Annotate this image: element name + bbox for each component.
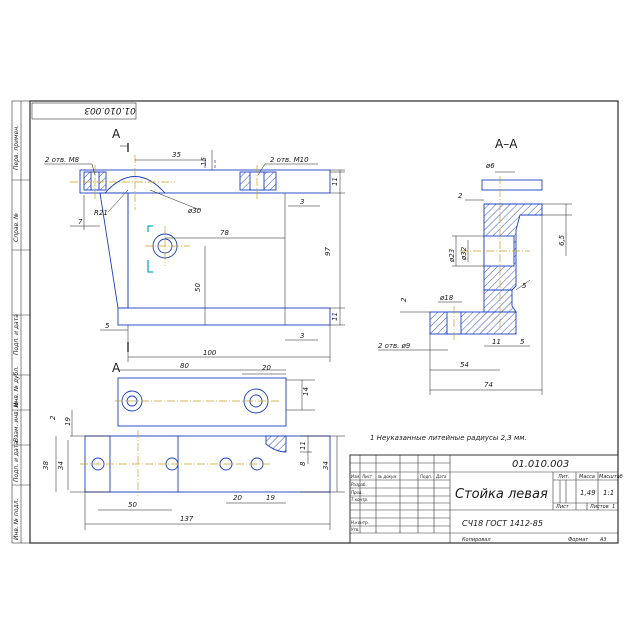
- title-material: СЧ18 ГОСТ 1412-85: [462, 519, 543, 528]
- title-row-prov: Пров.: [351, 490, 363, 495]
- title-scale: 1:1: [603, 489, 614, 497]
- dim-phi18: ø18: [439, 294, 454, 302]
- section-title: A–A: [495, 137, 518, 151]
- dim-20-top: 20: [262, 364, 271, 372]
- dim-34-left: 34: [57, 461, 65, 470]
- side-sprav-no: Справ. №: [13, 213, 20, 242]
- dim-54: 54: [460, 361, 469, 369]
- dim-5-left: 5: [105, 322, 110, 330]
- dim-14: 14: [302, 387, 310, 396]
- dim-holes-m10: 2 отв. M10: [270, 156, 309, 164]
- title-col-podp: Подп.: [420, 474, 432, 479]
- dim-19-left: 19: [64, 417, 72, 426]
- dim-holes-phi9: 2 отв. ø9: [378, 342, 411, 350]
- side-column: Перв. примен. Справ. № Подп. и дата Инв.…: [11, 100, 31, 544]
- title-part-name: Стойка левая: [455, 487, 548, 502]
- front-view: A 35 15: [44, 127, 345, 375]
- section-mark-top: A: [112, 127, 121, 141]
- title-lit-header: Лит.: [557, 474, 570, 480]
- dim-34-right: 34: [322, 461, 330, 470]
- dim-phi23: ø23: [448, 249, 456, 263]
- dim-2-base: 2: [400, 297, 408, 302]
- title-col-doc: № докум.: [377, 474, 398, 479]
- dim-50-horizontal: 50: [128, 501, 137, 509]
- dim-78: 78: [220, 229, 229, 237]
- title-sheets-label: Листов: [589, 504, 609, 510]
- title-row-razrab: Разраб.: [351, 482, 367, 487]
- dim-6-5: 6,5: [558, 234, 566, 246]
- title-doc-number: 01.010.003: [512, 459, 569, 470]
- dim-80: 80: [180, 362, 189, 370]
- title-sheets-count: 1: [612, 504, 615, 510]
- title-row-nkontr: Н.контр.: [351, 520, 369, 525]
- rotated-stamp: 01.010.003: [31, 102, 137, 120]
- title-format-value: А3: [599, 537, 607, 543]
- title-block: 01.010.003 Стойка левая СЧ18 ГОСТ 1412-8…: [349, 454, 623, 544]
- side-vzam-inv: Взам. инв. №: [13, 401, 20, 442]
- dim-phi6: ø6: [485, 162, 495, 170]
- dim-8: 8: [299, 461, 307, 466]
- title-scale-header: Масштаб: [599, 474, 623, 480]
- dim-phi32: ø32: [460, 246, 468, 261]
- dim-19-bottom: 19: [266, 494, 275, 502]
- side-inv-podl: Инв. № подл.: [13, 499, 20, 540]
- dim-5-section: 5: [522, 282, 527, 290]
- side-podp-data-2: Подп. и дата: [13, 441, 20, 482]
- technical-note: 1 Неуказанные литейные радиусы 2,3 мм.: [370, 434, 527, 442]
- dim-137: 137: [180, 515, 194, 523]
- title-row-utv: Утв.: [351, 527, 359, 532]
- title-mass-header: Масса: [579, 474, 595, 480]
- title-col-list: Лист: [361, 474, 373, 479]
- title-row-tkontr: Т.контр.: [351, 497, 368, 502]
- side-inv-dubl: Инв. № дубл.: [13, 366, 20, 407]
- side-podp-data-1: Подп. и дата: [13, 314, 20, 355]
- title-format-label: Формат: [568, 537, 589, 543]
- dim-3-top: 3: [300, 198, 304, 206]
- section-view: A–A ø6 2 6,5 ø23 ø32 2 ø18 5 2 отв. ø9: [378, 137, 572, 395]
- dim-holes-m8: 2 отв. M8: [45, 156, 80, 164]
- dim-2-section: 2: [458, 192, 463, 200]
- dim-phi30: ø30: [187, 207, 202, 215]
- section-mark-bottom: A: [112, 361, 121, 375]
- dim-35: 35: [172, 151, 181, 159]
- dim-5-section-base: 5: [520, 338, 525, 346]
- dim-11-base: 11: [331, 312, 339, 321]
- side-perv-primen: Перв. примен.: [13, 125, 20, 170]
- top-view: 80 20 14 38 34 19 2 3: [42, 362, 345, 530]
- dim-20-bottom: 20: [233, 494, 242, 502]
- dim-15: 15: [200, 157, 208, 166]
- dim-11-top: 11: [331, 177, 339, 186]
- dim-r21: R21: [94, 209, 108, 217]
- dim-7: 7: [78, 218, 83, 226]
- dim-11-right: 11: [299, 441, 307, 450]
- title-col-data: Дата: [435, 474, 447, 479]
- dim-11-section: 11: [492, 338, 501, 346]
- title-copied: Копировал: [462, 537, 491, 543]
- title-col-izm: Изм.: [351, 474, 360, 479]
- title-mass: 1,49: [580, 489, 596, 497]
- stamp-number: 01.010.003: [84, 105, 136, 115]
- dim-74: 74: [484, 381, 493, 389]
- dim-38: 38: [42, 461, 50, 470]
- title-sheet-label: Лист: [555, 504, 570, 510]
- dim-3-base: 3: [300, 332, 304, 340]
- dim-2-left: 2: [49, 415, 57, 420]
- dim-100: 100: [203, 349, 217, 357]
- dim-50-vertical: 50: [194, 283, 202, 292]
- dim-97: 97: [324, 247, 332, 256]
